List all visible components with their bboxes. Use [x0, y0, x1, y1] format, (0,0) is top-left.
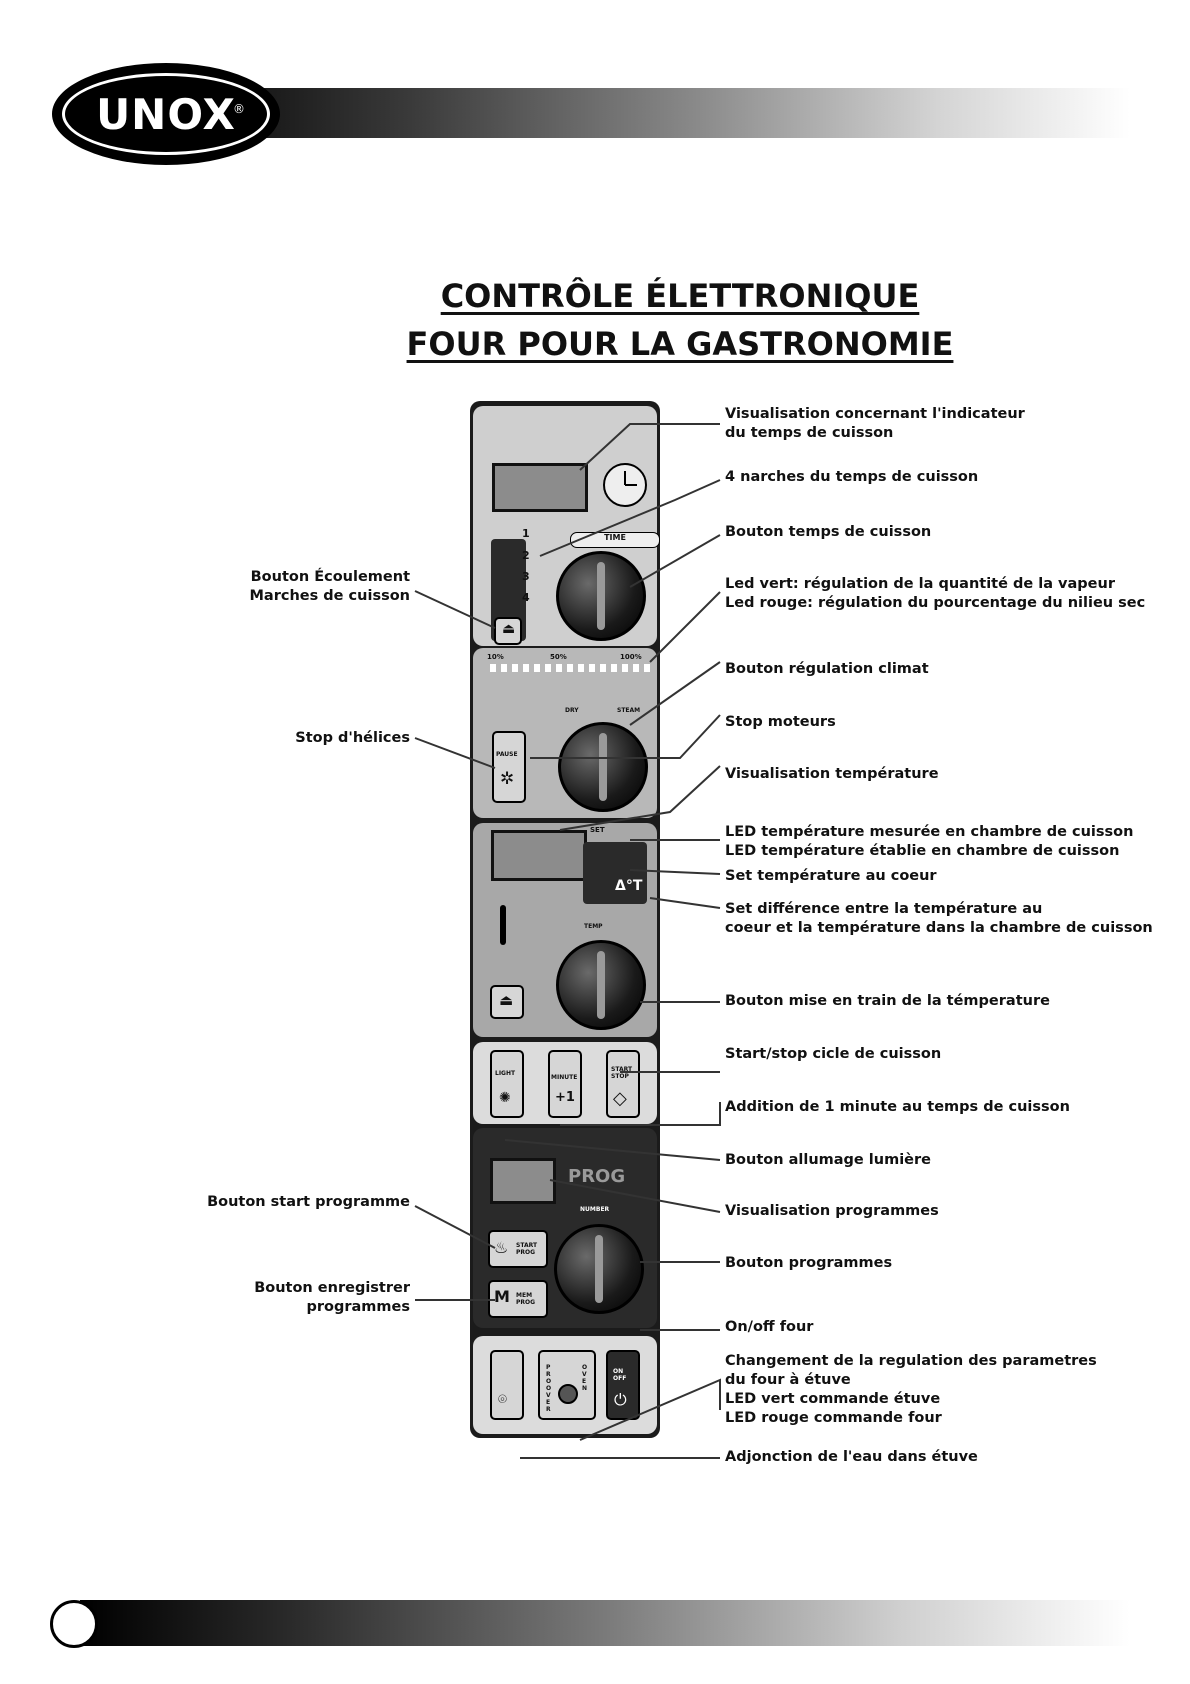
time-knob-arc: TIME — [570, 532, 660, 548]
water-button[interactable]: ⌾ — [490, 1350, 524, 1420]
label-program-display: Visualisation programmes — [725, 1203, 939, 1219]
label-temp-knob: Bouton mise en train de la témperature — [725, 993, 1050, 1009]
m-icon: M — [494, 1287, 510, 1306]
title-line2: FOUR POUR LA GASTRONOMIE — [406, 325, 954, 363]
time-knob[interactable] — [556, 551, 646, 641]
pause-button[interactable]: PAUSE ✲ — [492, 731, 526, 803]
proover-oven-switch[interactable]: PROOVER OVEN — [538, 1350, 596, 1420]
label-time-knob: Bouton temps de cuisson — [725, 524, 932, 540]
water-tap-icon: ⌾ — [498, 1390, 508, 1408]
start-stop-icon: ◇ — [613, 1088, 627, 1109]
label-steps: 4 narches du temps de cuisson — [725, 469, 979, 485]
number-knob-arc: NUMBER — [580, 1206, 610, 1213]
drain-icon: ⏏ — [499, 991, 514, 1009]
delta-t-label: Δ°T — [615, 878, 643, 894]
core-probe-panel — [583, 842, 647, 904]
page-number-circle — [50, 1600, 98, 1648]
climate-scale-10: 10% — [487, 653, 504, 661]
label-proover-oven: Changement de la regulation des parametr… — [725, 1353, 1097, 1426]
label-water: Adjonction de l'eau dans étuve — [725, 1449, 978, 1465]
climate-scale-100: 100% — [620, 653, 642, 661]
drain-button[interactable]: ⏏ — [494, 617, 522, 645]
light-button[interactable]: LIGHT ✺ — [490, 1050, 524, 1118]
title-line1: CONTRÔLE ÉLETTRONIQUE — [440, 277, 920, 315]
climate-arc-steam: STEAM — [617, 707, 641, 714]
time-display — [492, 463, 588, 512]
label-start-stop: Start/stop cicle de cuisson — [725, 1046, 942, 1062]
climate-led-row — [490, 664, 650, 672]
power-icon: ⏻ — [614, 1390, 627, 1409]
footer-gradient-bar — [80, 1600, 1130, 1646]
set-label: SET — [590, 826, 605, 834]
minute-button[interactable]: MINUTE +1 — [548, 1050, 582, 1118]
steam-icon: ♨ — [494, 1238, 509, 1257]
start-stop-button[interactable]: START STOP ◇ — [606, 1050, 640, 1118]
unox-logo: UNOX ® — [52, 63, 280, 165]
header-gradient-bar — [170, 88, 1130, 138]
temperature-display — [491, 830, 587, 881]
label-temp-leds: LED température mesurée en chambre de cu… — [725, 824, 1134, 859]
label-plus-minute: Addition de 1 minute au temps de cuisson — [725, 1099, 1070, 1115]
label-fan-stop: Stop d'hélices — [295, 730, 410, 746]
temperature-drain-button[interactable]: ⏏ — [490, 985, 524, 1019]
clock-icon — [603, 463, 647, 507]
temp-knob-arc: TEMP — [584, 923, 603, 930]
label-light: Bouton allumage lumière — [725, 1152, 931, 1168]
label-on-off: On/off four — [725, 1319, 814, 1335]
step-1: 1 — [522, 527, 530, 540]
program-knob[interactable] — [554, 1224, 644, 1314]
drain-icon: ⏏ — [502, 621, 516, 637]
label-climate-knob: Bouton régulation climat — [725, 661, 929, 677]
fan-icon: ✲ — [500, 769, 515, 789]
label-start-program: Bouton start programme — [207, 1194, 410, 1210]
label-climate-leds: Led vert: régulation de la quantité de l… — [725, 576, 1146, 611]
temperature-knob[interactable] — [556, 940, 646, 1030]
label-temp-display: Visualisation température — [725, 766, 939, 782]
selector-icon — [558, 1384, 578, 1404]
light-bulb-icon: ✺ — [499, 1090, 511, 1106]
label-core-temp: Set température au coeur — [725, 868, 937, 884]
climate-arc-dry: DRY — [565, 707, 579, 714]
step-3: 3 — [522, 570, 530, 583]
label-stop-motors: Stop moteurs — [725, 714, 836, 730]
program-display — [490, 1158, 556, 1204]
step-2: 2 — [522, 549, 530, 562]
climate-scale-50: 50% — [550, 653, 567, 661]
start-program-button[interactable]: ♨ START PROG — [488, 1230, 548, 1268]
thermometer-icon — [500, 905, 506, 945]
step-4: 4 — [522, 591, 530, 604]
label-program-knob: Bouton programmes — [725, 1255, 893, 1271]
prog-label: PROG — [568, 1166, 626, 1187]
on-off-button[interactable]: ON OFF ⏻ — [606, 1350, 640, 1420]
climate-knob[interactable] — [558, 722, 648, 812]
